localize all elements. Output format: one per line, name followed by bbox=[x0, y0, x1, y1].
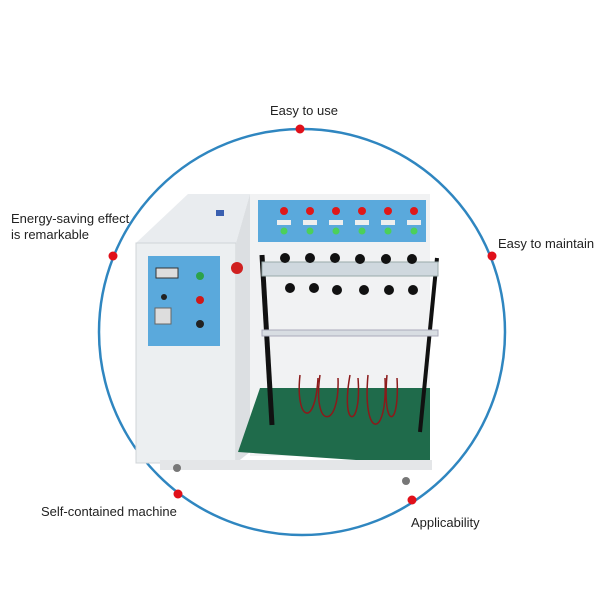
feature-label-right: Easy to maintain bbox=[498, 236, 595, 251]
feature-label-bottom-left: Self-contained machine bbox=[41, 504, 177, 519]
base-edge bbox=[160, 460, 432, 470]
feature-label-bottom-right: Applicability bbox=[411, 515, 480, 530]
start-button bbox=[196, 272, 204, 280]
label-plate bbox=[216, 210, 224, 216]
feature-dot-right bbox=[487, 251, 497, 261]
timer bbox=[154, 307, 172, 325]
swing-arm-right bbox=[418, 257, 439, 433]
feature-dot-bottom-left bbox=[173, 489, 183, 499]
feature-label-top: Easy to use bbox=[270, 103, 338, 118]
feature-label-left-1: Energy-saving effect bbox=[11, 211, 130, 226]
feature-dot-bottom-right bbox=[407, 495, 417, 505]
clamp-knobs bbox=[280, 253, 418, 295]
cabinet-top bbox=[136, 194, 250, 243]
upper-clamp-bar bbox=[261, 261, 439, 277]
speed-knob bbox=[161, 294, 167, 300]
station-indicators bbox=[277, 207, 421, 235]
tester-machine bbox=[135, 194, 439, 485]
caster bbox=[173, 464, 181, 472]
drive-hub bbox=[231, 262, 243, 274]
feature-dot-left bbox=[108, 251, 118, 261]
test-cables bbox=[298, 374, 399, 425]
counter-display bbox=[155, 267, 179, 279]
feature-label-left-2: is remarkable bbox=[11, 227, 90, 242]
power-switch bbox=[196, 320, 204, 328]
lower-guide-bar bbox=[261, 329, 439, 337]
green-base bbox=[238, 388, 430, 465]
stop-button bbox=[196, 296, 204, 304]
caster bbox=[402, 477, 410, 485]
swing-arm-left bbox=[259, 254, 275, 426]
cabinet-side bbox=[236, 194, 250, 463]
feature-dot-top bbox=[295, 124, 305, 134]
